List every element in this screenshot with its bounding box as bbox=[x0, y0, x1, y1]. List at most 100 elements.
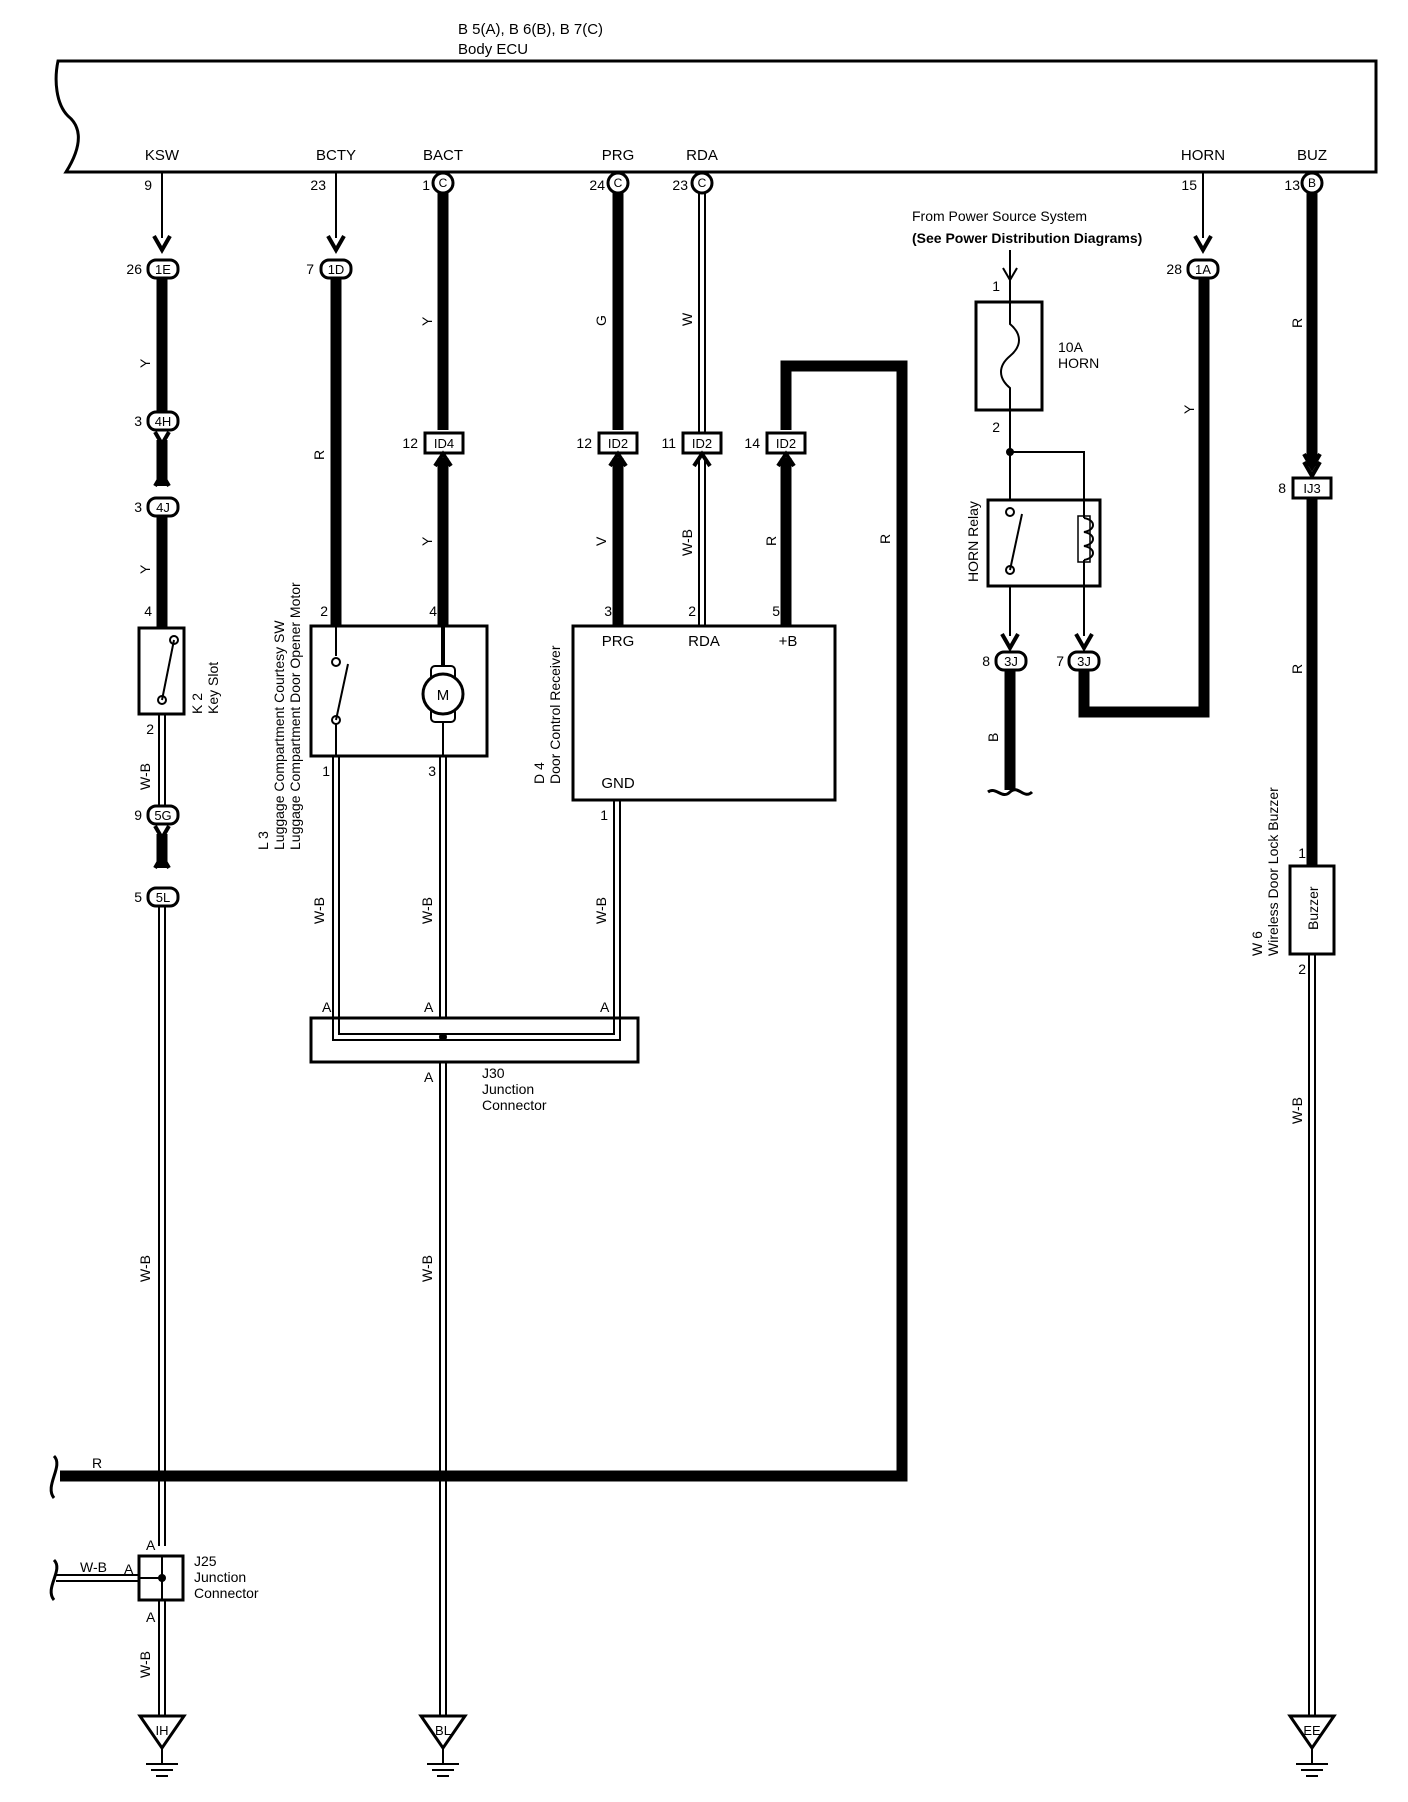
connector-id4-pin: 12 bbox=[402, 435, 418, 451]
svg-text:1D: 1D bbox=[328, 262, 345, 277]
wire-label-buzzer-wb: W-B bbox=[1289, 1097, 1305, 1124]
ecu-connector-codes: B 5(A), B 6(B), B 7(C) bbox=[458, 21, 603, 38]
receiver-pin-rda: 2 bbox=[688, 603, 696, 619]
svg-text:ID2: ID2 bbox=[776, 436, 796, 451]
fuse-name: HORN bbox=[1058, 355, 1099, 371]
luggage-name1: Luggage Compartment Courtesy SW bbox=[271, 620, 287, 850]
wire-label-prg-lower: V bbox=[593, 536, 609, 546]
fuse-pin-out: 2 bbox=[992, 419, 1000, 435]
wire-label-rda-w: W bbox=[679, 312, 695, 326]
wire-r-break bbox=[49, 1454, 59, 1499]
svg-text:3J: 3J bbox=[1004, 654, 1018, 669]
j30-line1: Junction bbox=[482, 1081, 534, 1097]
ground-bl bbox=[418, 1714, 468, 1777]
connector-1a-pin: 28 bbox=[1166, 261, 1182, 277]
connector-4h: 4H bbox=[146, 410, 180, 432]
connector-3j-b: 3J bbox=[1067, 650, 1101, 672]
arrow-4j bbox=[153, 470, 171, 488]
connector-5g-pin: 9 bbox=[134, 807, 142, 823]
connector-id2-prg-pin: 12 bbox=[576, 435, 592, 451]
receiver-terminal-prg: PRG bbox=[602, 633, 635, 650]
pin-bact: 1 bbox=[422, 177, 430, 193]
connector-4j: 4J bbox=[146, 496, 180, 518]
wire-label-rda-wb: W-B bbox=[679, 529, 695, 556]
receiver-terminal-rda: RDA bbox=[688, 633, 720, 650]
j30-pin-2: A bbox=[424, 999, 434, 1015]
connector-1a: 1A bbox=[1186, 258, 1220, 280]
wire-label-ksw-y1: Y bbox=[137, 358, 153, 368]
j30-pin-out: A bbox=[424, 1069, 434, 1085]
arrow-3j-a bbox=[1000, 633, 1020, 653]
wire-b-r-loop bbox=[780, 360, 908, 1482]
key-slot-pin-top: 4 bbox=[144, 603, 152, 619]
arrow-3j-b bbox=[1074, 633, 1094, 653]
j25-code: J25 bbox=[194, 1553, 217, 1569]
j30-code: J30 bbox=[482, 1065, 505, 1081]
wire-label-luggage-sw-wb: W-B bbox=[311, 897, 327, 924]
connector-ij3-pin: 8 bbox=[1278, 480, 1286, 496]
svg-text:3J: 3J bbox=[1077, 654, 1091, 669]
svg-text:ID4: ID4 bbox=[434, 436, 454, 451]
ecu-name: Body ECU bbox=[458, 41, 528, 58]
luggage-pin-motor-bottom: 3 bbox=[428, 763, 436, 779]
receiver-pin-prg: 3 bbox=[604, 603, 612, 619]
terminal-buz: BUZ bbox=[1297, 147, 1327, 164]
wire-j25-break bbox=[49, 1558, 59, 1601]
j25-line2: Connector bbox=[194, 1585, 259, 1601]
buzzer-inner-label: Buzzer bbox=[1305, 886, 1321, 930]
wire-label-b-r: R bbox=[763, 536, 779, 546]
luggage-name2: Luggage Compartment Door Opener Motor bbox=[287, 582, 303, 850]
j25-pin-left: A bbox=[124, 1561, 134, 1577]
arrow-horn bbox=[1193, 235, 1213, 255]
receiver-code: D 4 bbox=[531, 762, 547, 784]
wire-label-buz-r2: R bbox=[1289, 664, 1305, 674]
ecu-conn-bact: C bbox=[431, 171, 455, 195]
svg-text:IJ3: IJ3 bbox=[1303, 481, 1320, 496]
j30-pin-1: A bbox=[322, 999, 332, 1015]
arrow-id2-rda bbox=[692, 450, 712, 468]
luggage-pin-motor-top: 4 bbox=[429, 603, 437, 619]
terminal-ksw: KSW bbox=[145, 147, 180, 164]
luggage-pin-sw-top: 2 bbox=[320, 603, 328, 619]
ground-ee bbox=[1287, 1714, 1337, 1777]
receiver-terminal-gnd: GND bbox=[601, 775, 635, 792]
wire-label-bact-y1: Y bbox=[419, 316, 435, 326]
wire-rda-w bbox=[698, 193, 706, 433]
connector-id2-rda: ID2 bbox=[681, 431, 723, 455]
connector-id2-b: ID2 bbox=[765, 431, 807, 455]
buzzer-pin-top: 1 bbox=[1298, 845, 1306, 861]
terminal-rda: RDA bbox=[686, 147, 718, 164]
arrow-bcty bbox=[326, 235, 346, 255]
pin-rda: 23 bbox=[672, 177, 688, 193]
wire-label-j25-left: W-B bbox=[80, 1559, 107, 1575]
pin-prg: 24 bbox=[589, 177, 605, 193]
terminal-prg: PRG bbox=[602, 147, 635, 164]
power-source-line1: From Power Source System bbox=[912, 208, 1087, 224]
connector-4h-pin: 3 bbox=[134, 413, 142, 429]
ground-ih bbox=[137, 1714, 187, 1777]
pin-bcty: 23 bbox=[310, 177, 326, 193]
svg-text:ID2: ID2 bbox=[608, 436, 628, 451]
connector-1e-pin: 26 bbox=[126, 261, 142, 277]
luggage-code: L 3 bbox=[255, 831, 271, 850]
terminal-bcty: BCTY bbox=[316, 147, 356, 164]
wire-j25-ih bbox=[158, 1600, 166, 1716]
receiver-name: Door Control Receiver bbox=[547, 645, 563, 784]
arrow-ij3-top bbox=[1302, 453, 1322, 473]
svg-text:5L: 5L bbox=[156, 890, 170, 905]
power-source-line2: (See Power Distribution Diagrams) bbox=[912, 230, 1142, 246]
luggage-motor: M bbox=[421, 626, 465, 756]
svg-text:B: B bbox=[1308, 176, 1316, 190]
key-slot-name: Key Slot bbox=[205, 662, 221, 714]
wire-label-bact-y2: Y bbox=[419, 536, 435, 546]
j30-line2: Connector bbox=[482, 1097, 547, 1113]
svg-text:C: C bbox=[614, 176, 623, 190]
wire-rda-wb bbox=[698, 460, 706, 626]
connector-1e: 1E bbox=[146, 258, 180, 280]
j25-line1: Junction bbox=[194, 1569, 246, 1585]
arrow-5l bbox=[153, 852, 171, 870]
wire-receiver-gnd bbox=[613, 800, 621, 1022]
wire-label-receiver-gnd: W-B bbox=[593, 897, 609, 924]
receiver-terminal-b: +B bbox=[779, 633, 798, 650]
wire-label-buz-r1: R bbox=[1289, 318, 1305, 328]
